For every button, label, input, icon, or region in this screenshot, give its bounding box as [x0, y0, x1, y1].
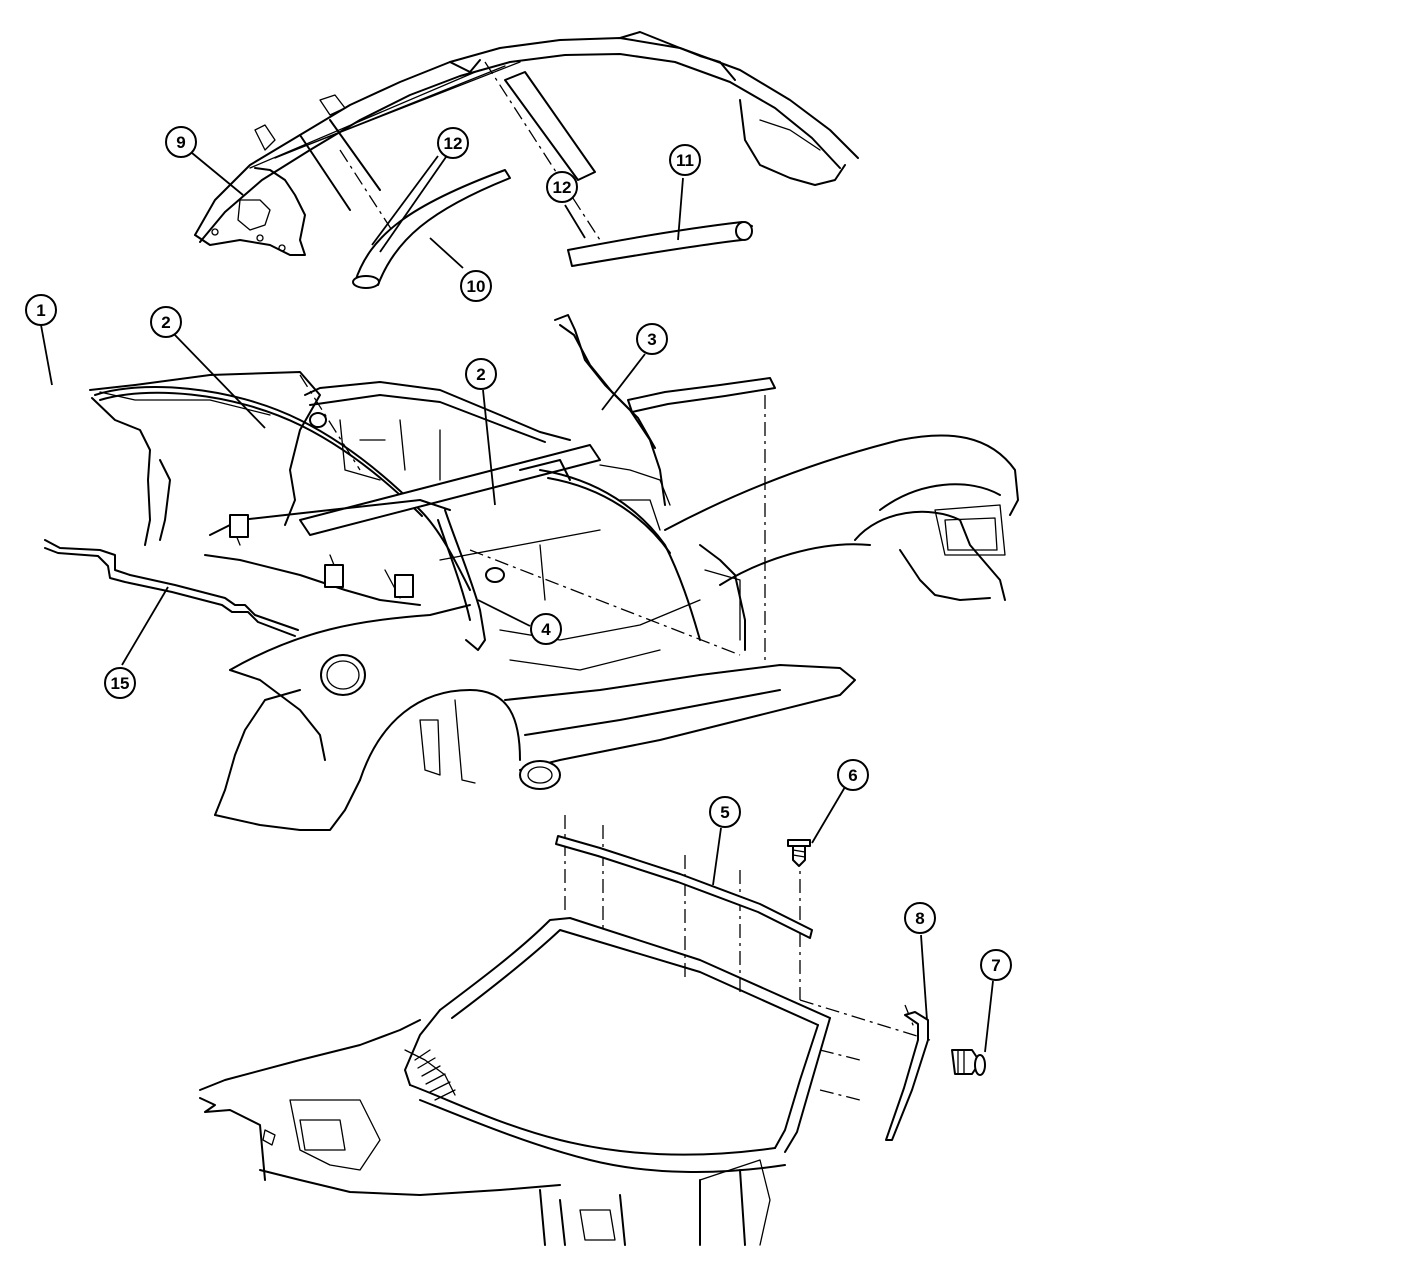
pillar-molding-8-drawing — [885, 1011, 929, 1141]
callout-label: 11 — [676, 151, 694, 170]
leader-lines — [40, 152, 994, 1053]
callout-label: 2 — [161, 313, 170, 332]
callout-label: 4 — [541, 620, 551, 639]
callout-12-right: 12 — [546, 171, 578, 203]
callout-2-door: 2 — [465, 358, 497, 390]
callout-label: 2 — [476, 365, 485, 384]
callout-label: 6 — [848, 766, 857, 785]
callout-label: 7 — [991, 956, 1000, 975]
header-seal-3-drawing — [554, 314, 776, 506]
callout-label: 12 — [553, 178, 572, 197]
callout-7: 7 — [980, 949, 1012, 981]
callout-9: 9 — [165, 126, 197, 158]
clip-7-drawing — [951, 1049, 986, 1076]
pillar-trim-11-drawing — [567, 221, 753, 267]
reinforcement-15-drawing — [44, 539, 299, 637]
callout-1: 1 — [25, 294, 57, 326]
screw-6-drawing — [787, 839, 811, 867]
callout-2-deck: 2 — [150, 306, 182, 338]
callout-8: 8 — [904, 902, 936, 934]
callout-4: 4 — [530, 613, 562, 645]
callout-label: 9 — [176, 133, 185, 152]
callout-label: 15 — [111, 674, 130, 693]
callout-5: 5 — [709, 796, 741, 828]
roof-rail-frame-drawing — [194, 31, 859, 256]
callout-3: 3 — [636, 323, 668, 355]
header-molding-5-drawing — [555, 835, 813, 939]
callout-6: 6 — [837, 759, 869, 791]
callout-label: 1 — [36, 301, 45, 320]
body-shell-drawing — [89, 371, 1019, 831]
callout-15: 15 — [104, 667, 136, 699]
callout-label: 12 — [444, 134, 463, 153]
callout-11: 11 — [669, 144, 701, 176]
callout-10: 10 — [460, 270, 492, 302]
pillar-trim-10-drawing — [352, 169, 511, 289]
pillar-trim-upper-drawing — [504, 71, 596, 181]
callout-label: 3 — [647, 330, 656, 349]
cowl-windshield-frame-drawing — [199, 815, 931, 1246]
callout-label: 5 — [720, 803, 729, 822]
callout-label: 10 — [467, 277, 486, 296]
callout-label: 8 — [915, 909, 924, 928]
callout-12-left: 12 — [437, 127, 469, 159]
